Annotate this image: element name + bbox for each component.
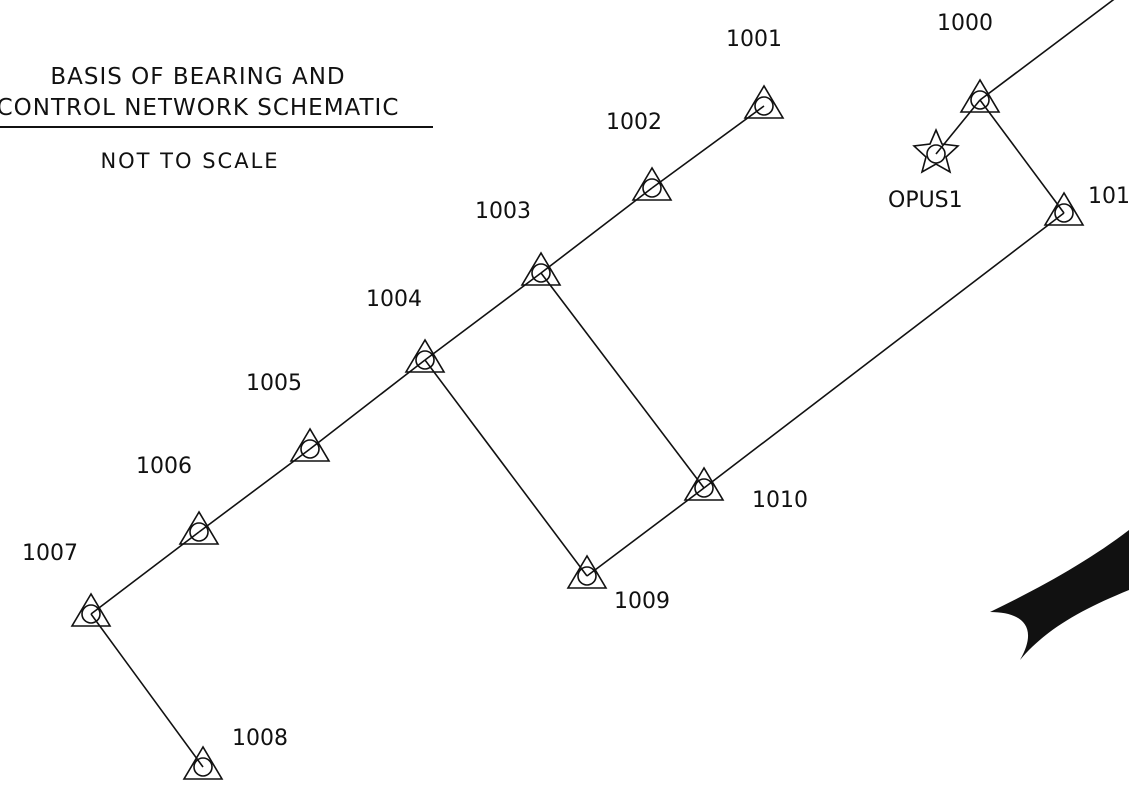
network-line-1001-1002 (651, 105, 765, 189)
line-1000-offpage (979, 0, 1115, 101)
point-circle (415, 350, 435, 370)
point-circle (970, 90, 990, 110)
triangle-icon (631, 166, 673, 201)
network-line-1000-opus1 (935, 99, 981, 155)
survey-point-1009: 1009 (566, 554, 670, 614)
network-line-1005-1006 (198, 448, 311, 533)
survey-points: 1000 1001 1002 1003 1004 1005 1006 1007 1008 1009… (22, 11, 1129, 780)
point-circle (531, 263, 551, 283)
survey-point-1000: 1000 (937, 11, 1001, 113)
triangle-icon (566, 554, 608, 589)
point-circle (81, 604, 101, 624)
opus1-circle (926, 144, 946, 164)
point-label-1007: 1007 (22, 541, 78, 566)
triangle-icon (70, 592, 112, 627)
point-label-1005: 1005 (246, 371, 302, 396)
network-line-1003-1004 (424, 272, 542, 361)
point-label-1002: 1002 (606, 110, 662, 135)
network-line-1004-1009 (424, 359, 588, 577)
survey-point-1006: 1006 (136, 454, 220, 545)
network-line-1002-1003 (540, 187, 653, 274)
point-circle (694, 478, 714, 498)
triangle-icon (404, 338, 446, 373)
survey-point-1001: 1001 (726, 27, 785, 119)
network-line-1009-1010 (586, 487, 705, 577)
triangle-icon (182, 745, 224, 780)
network-line-1006-1007 (90, 531, 200, 615)
triangle-icon (520, 251, 562, 286)
point-circle (193, 757, 213, 777)
opus1-label: OPUS1 (888, 188, 963, 213)
point-label-1011: 1011 (1088, 184, 1129, 209)
survey-point-1005: 1005 (246, 371, 331, 462)
point-label-1008: 1008 (232, 726, 288, 751)
survey-point-1007: 1007 (22, 541, 112, 627)
survey-point-1011: 1011 (1043, 184, 1129, 226)
point-label-1001: 1001 (726, 27, 782, 52)
point-circle (754, 96, 774, 116)
network-lines (90, 99, 1065, 768)
survey-point-1003: 1003 (475, 199, 562, 286)
triangle-icon (178, 510, 220, 545)
point-circle (300, 439, 320, 459)
survey-point-1010: 1010 (683, 466, 808, 513)
title-line-1: BASIS OF BEARING AND (50, 64, 345, 90)
north-arrow-icon (990, 530, 1129, 660)
survey-point-1002: 1002 (606, 110, 673, 201)
point-label-1006: 1006 (136, 454, 192, 479)
triangle-icon (743, 84, 785, 119)
network-line-1011-1000 (979, 99, 1065, 214)
triangle-icon (959, 78, 1001, 113)
network-line-1003-1010 (540, 272, 705, 489)
point-label-1003: 1003 (475, 199, 531, 224)
network-line-1010-1011 (703, 212, 1065, 489)
point-label-1009: 1009 (614, 589, 670, 614)
triangle-icon (683, 466, 725, 501)
survey-point-1008: 1008 (182, 726, 288, 780)
point-label-1010: 1010 (752, 488, 808, 513)
subtitle-not-to-scale: NOT TO SCALE (100, 149, 279, 173)
network-line-1004-1005 (309, 359, 426, 450)
point-circle (642, 178, 662, 198)
point-circle (577, 566, 597, 586)
triangle-icon (289, 427, 331, 462)
point-circle (189, 522, 209, 542)
survey-point-1004: 1004 (366, 287, 446, 373)
star-icon (912, 127, 960, 174)
point-label-1000: 1000 (937, 11, 993, 36)
triangle-icon (1043, 191, 1085, 226)
title-line-2: CONTROL NETWORK SCHEMATIC (0, 95, 399, 121)
opus1-marker: OPUS1 (888, 127, 963, 213)
network-line-1007-1008 (90, 613, 204, 768)
point-label-1004: 1004 (366, 287, 422, 312)
point-circle (1054, 203, 1074, 223)
